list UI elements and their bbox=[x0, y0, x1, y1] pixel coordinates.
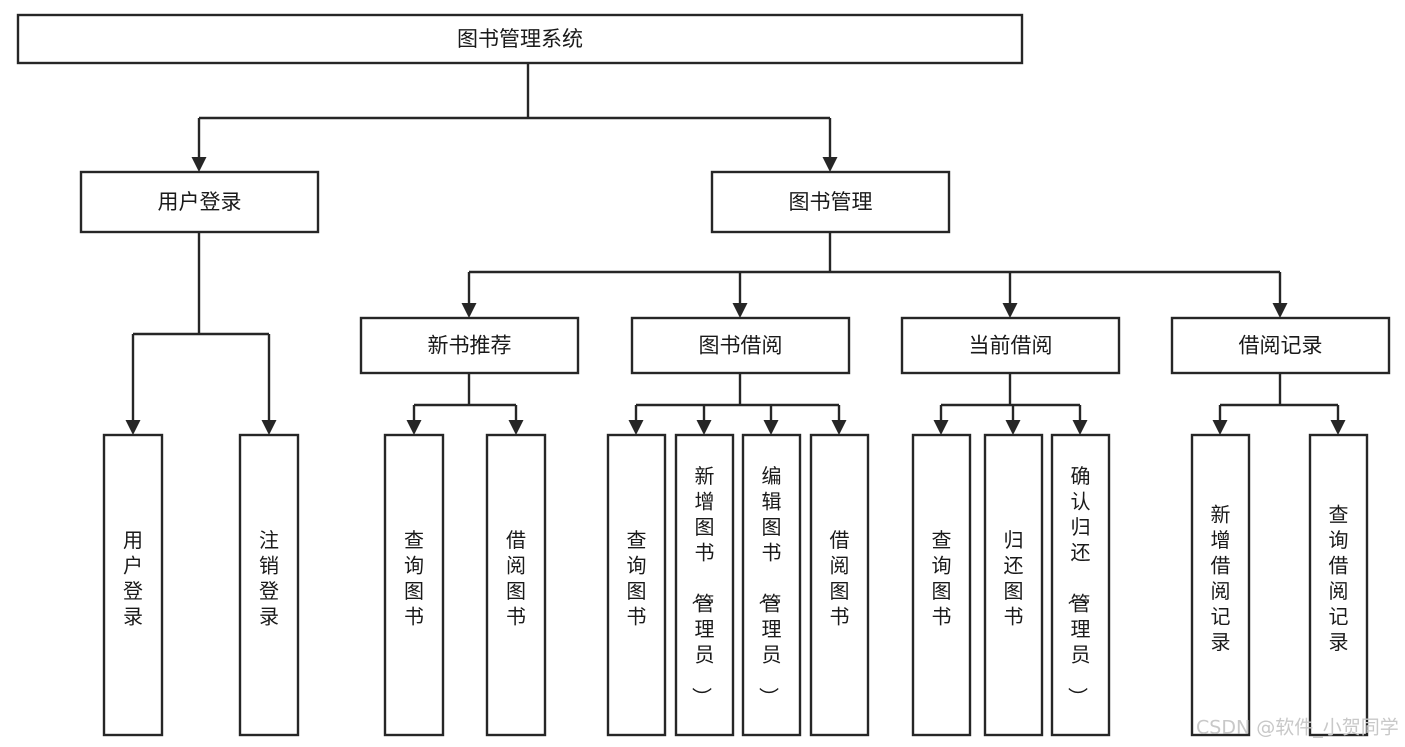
node-book-manage[interactable]: 图书管理 bbox=[710, 170, 951, 234]
node-leaf-query-book-3[interactable]: 查询图书 bbox=[911, 433, 972, 737]
node-leaf-user-login[interactable]: 用户登录 bbox=[102, 433, 164, 737]
node-label: 查询图书 bbox=[932, 528, 952, 629]
csdn-watermark: CSDN @软件_小贺同学 bbox=[1196, 717, 1399, 739]
connector-book-borrow bbox=[628, 373, 847, 435]
node-label: 查询借阅记录 bbox=[1329, 502, 1349, 654]
node-label: 新增借阅记录 bbox=[1211, 502, 1231, 654]
connectors-layer bbox=[125, 63, 1346, 435]
node-label: 归还图书 bbox=[1004, 528, 1024, 629]
node-leaf-query-record[interactable]: 查询借阅记录 bbox=[1308, 433, 1369, 737]
node-label: 借阅图书 bbox=[506, 528, 526, 629]
node-user-login[interactable]: 用户登录 bbox=[79, 170, 320, 234]
node-label: 借阅图书 bbox=[830, 528, 850, 629]
node-borrow-record[interactable]: 借阅记录 bbox=[1170, 316, 1391, 375]
node-leaf-borrow-book-1[interactable]: 借阅图书 bbox=[485, 433, 547, 737]
node-new-book-rec[interactable]: 新书推荐 bbox=[359, 316, 580, 375]
node-label: 确认归还（管理员） bbox=[1066, 464, 1091, 707]
node-label: 图书管理 bbox=[789, 190, 873, 214]
node-label: 当前借阅 bbox=[969, 334, 1053, 358]
node-label: 查询图书 bbox=[404, 528, 424, 629]
node-label: 图书借阅 bbox=[699, 334, 783, 358]
node-book-borrow[interactable]: 图书借阅 bbox=[630, 316, 851, 375]
node-label: 用户登录 bbox=[123, 528, 143, 629]
node-root[interactable]: 图书管理系统 bbox=[16, 13, 1024, 65]
connector-new-book-rec bbox=[406, 373, 524, 435]
connector-user-login bbox=[125, 232, 277, 435]
node-label: 借阅记录 bbox=[1239, 334, 1323, 358]
node-leaf-add-record[interactable]: 新增借阅记录 bbox=[1190, 433, 1251, 737]
node-leaf-return-book[interactable]: 归还图书 bbox=[983, 433, 1044, 737]
node-leaf-query-book-1[interactable]: 查询图书 bbox=[383, 433, 445, 737]
node-label: 图书管理系统 bbox=[457, 27, 583, 51]
node-label: 注销登录 bbox=[259, 528, 279, 629]
connector-book-manage bbox=[461, 232, 1288, 318]
node-leaf-add-book[interactable]: 新增图书（管理员） bbox=[674, 433, 735, 737]
node-label: 新书推荐 bbox=[428, 334, 512, 358]
node-label: 用户登录 bbox=[158, 190, 242, 214]
connector-root bbox=[191, 63, 838, 172]
node-leaf-edit-book[interactable]: 编辑图书（管理员） bbox=[741, 433, 802, 737]
node-leaf-confirm-return[interactable]: 确认归还（管理员） bbox=[1050, 433, 1111, 737]
nodes-layer: 图书管理系统用户登录图书管理新书推荐图书借阅当前借阅借阅记录用户登录注销登录查询… bbox=[16, 13, 1391, 737]
node-label: 新增图书（管理员） bbox=[690, 464, 715, 707]
node-leaf-borrow-book-2[interactable]: 借阅图书 bbox=[809, 433, 870, 737]
node-label: 查询图书 bbox=[627, 528, 647, 629]
node-leaf-query-book-2[interactable]: 查询图书 bbox=[606, 433, 667, 737]
node-label: 编辑图书（管理员） bbox=[757, 464, 782, 707]
node-leaf-logout[interactable]: 注销登录 bbox=[238, 433, 300, 737]
node-current-borrow[interactable]: 当前借阅 bbox=[900, 316, 1121, 375]
connector-borrow-record bbox=[1212, 373, 1346, 435]
connector-current-borrow bbox=[933, 373, 1088, 435]
